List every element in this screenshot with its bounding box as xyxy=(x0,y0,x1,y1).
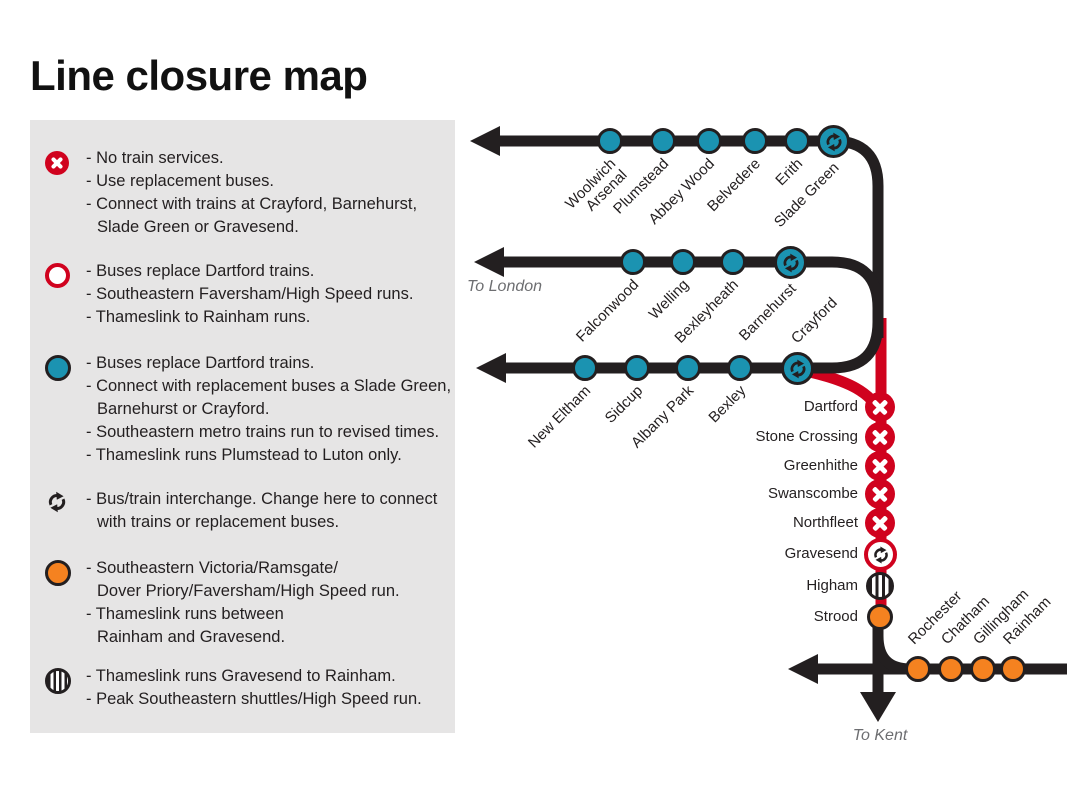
station-dot-sidcup xyxy=(624,355,650,381)
station-label-northfleet: Northfleet xyxy=(792,514,858,531)
station-dot-greenhithe-closed xyxy=(865,451,895,481)
station-dot-plumstead xyxy=(650,128,676,154)
no-service-icon xyxy=(45,151,69,175)
to-london-label: To London xyxy=(467,278,543,295)
station-dot-strood xyxy=(867,604,893,630)
legend-line: - Buses replace Dartford trains. xyxy=(86,354,315,372)
legend-line: - Thameslink runs between xyxy=(86,605,284,623)
medway-west-arrow xyxy=(788,654,818,684)
legend-line: - Thameslink runs Gravesend to Rainham. xyxy=(86,667,396,685)
strood-medway-curve xyxy=(872,635,911,675)
legend-line: Dover Priory/Faversham/High Speed run. xyxy=(97,582,400,600)
legend-line: - Connect with replacement buses a Slade… xyxy=(86,377,452,395)
station-dot-woolwich-arsenal xyxy=(597,128,623,154)
station-dot-dartford-closed xyxy=(865,392,895,422)
station-dot-barnehurst-interchange xyxy=(774,246,807,279)
station-dot-bexley xyxy=(727,355,753,381)
to-london-arrow-middle xyxy=(474,247,504,277)
station-label-swanscombe: Swanscombe xyxy=(767,485,858,502)
buses-replace-ring-icon xyxy=(45,263,70,288)
legend-line: - Bus/train interchange. Change here to … xyxy=(86,490,438,508)
station-dot-northfleet-closed xyxy=(865,508,895,538)
to-london-arrow-top xyxy=(470,126,500,156)
legend-line: - Connect with trains at Crayford, Barne… xyxy=(86,195,418,213)
station-dot-slade-green-interchange xyxy=(817,125,850,158)
station-dot-swanscombe-closed xyxy=(865,479,895,509)
station-dot-rochester xyxy=(905,656,931,682)
legend-line: - Peak Southeastern shuttles/High Speed … xyxy=(86,690,422,708)
legend-line: - Buses replace Dartford trains. xyxy=(86,262,315,280)
station-label-greenhithe: Greenhithe xyxy=(783,457,858,474)
legend-line: Rainham and Gravesend. xyxy=(97,628,286,646)
station-dot-rainham xyxy=(1000,656,1026,682)
station-dot-gravesend-interchange xyxy=(864,538,897,571)
legend-line: - Southeastern metro trains run to revis… xyxy=(86,423,440,441)
to-kent-arrow xyxy=(860,692,896,722)
station-dot-albany-park xyxy=(675,355,701,381)
to-london-arrow-bottom xyxy=(476,353,506,383)
to-kent-label: To Kent xyxy=(852,727,908,744)
station-dot-stone-crossing-closed xyxy=(865,422,895,452)
station-label-gravesend: Gravesend xyxy=(784,545,858,562)
station-label-strood: Strood xyxy=(813,608,858,625)
station-label-higham: Higham xyxy=(806,577,858,594)
station-dot-falconwood xyxy=(620,249,646,275)
buses-replace-dot-icon xyxy=(45,355,71,381)
legend-line: - Thameslink runs Plumstead to Luton onl… xyxy=(86,446,402,464)
station-label-dartford: Dartford xyxy=(803,398,858,415)
station-dot-welling xyxy=(670,249,696,275)
station-dot-higham-thameslink xyxy=(866,572,894,600)
sidcup-line-path xyxy=(497,321,884,374)
station-dot-chatham xyxy=(938,656,964,682)
station-dot-new-eltham xyxy=(572,355,598,381)
legend-line: with trains or replacement buses. xyxy=(97,513,340,531)
station-dot-crayford-interchange xyxy=(781,352,814,385)
bexleyheath-line-path xyxy=(497,256,884,309)
page-title: Line closure map xyxy=(30,52,368,99)
legend-line: - Use replacement buses. xyxy=(86,172,275,190)
interchange-icon xyxy=(45,490,69,514)
legend-line: Slade Green or Gravesend. xyxy=(97,218,299,236)
legend-line: - Southeastern Faversham/High Speed runs… xyxy=(86,285,414,303)
station-dot-erith xyxy=(784,128,810,154)
legend-line: - No train services. xyxy=(86,149,224,167)
station-dot-belvedere xyxy=(742,128,768,154)
legend-line: - Southeastern Victoria/Ramsgate/ xyxy=(86,559,338,577)
station-label-stone-crossing: Stone Crossing xyxy=(755,428,858,445)
thameslink-dot-icon xyxy=(45,668,71,694)
legend-panel: - No train services. - Use replacement b… xyxy=(30,120,455,733)
southeastern-dot-icon xyxy=(45,560,71,586)
legend-line: - Thameslink to Rainham runs. xyxy=(86,308,311,326)
station-dot-bexleyheath xyxy=(720,249,746,275)
legend-line: Barnehurst or Crayford. xyxy=(97,400,270,418)
station-dot-abbey-wood xyxy=(696,128,722,154)
station-dot-gillingham xyxy=(970,656,996,682)
